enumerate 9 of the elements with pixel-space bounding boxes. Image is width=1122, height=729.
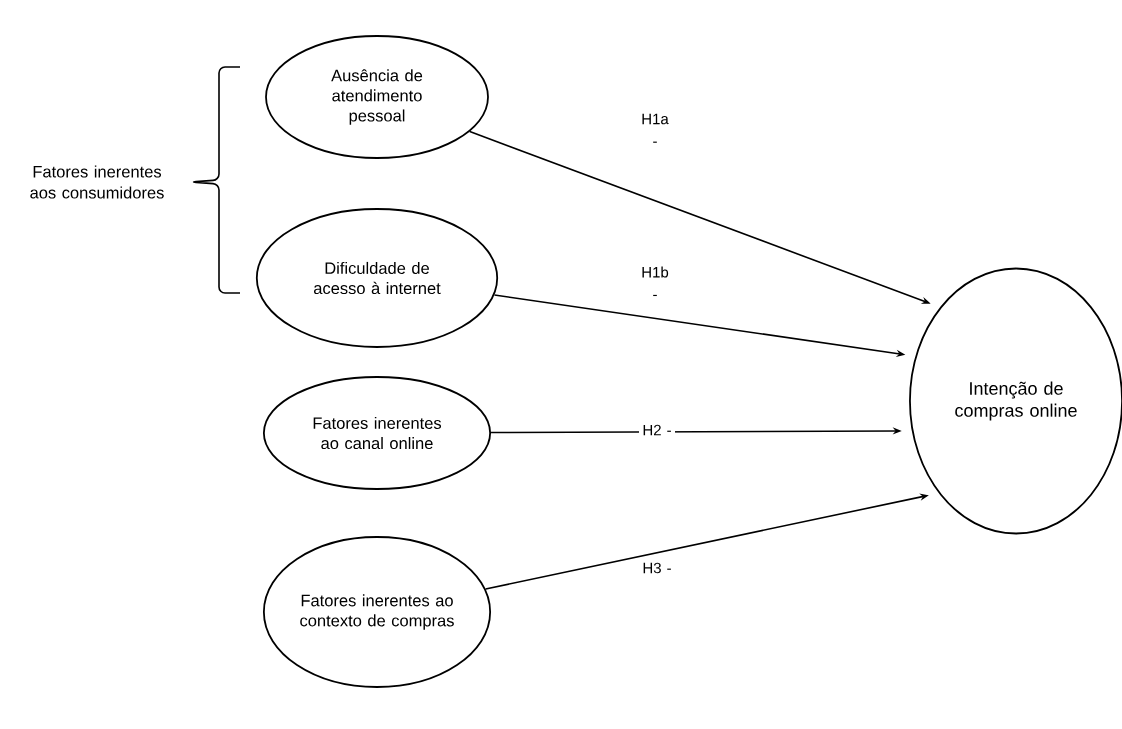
- ellipse-node: Dificuldade de acesso à internet: [255, 208, 499, 348]
- edge-label: H1b -: [637, 265, 673, 301]
- ellipse-node: Ausência de atendimento pessoal: [265, 35, 489, 159]
- edge-label: H2 -: [639, 423, 675, 437]
- group-label: Fatores inerentes aos consumidores: [30, 165, 164, 199]
- edge-label: H1a -: [637, 112, 673, 148]
- ellipse-node: Fatores inerentes ao contexto de compras: [262, 536, 492, 688]
- ellipse-node: Fatores inerentes ao canal online: [262, 376, 492, 490]
- edge-label: H3 -: [639, 561, 675, 575]
